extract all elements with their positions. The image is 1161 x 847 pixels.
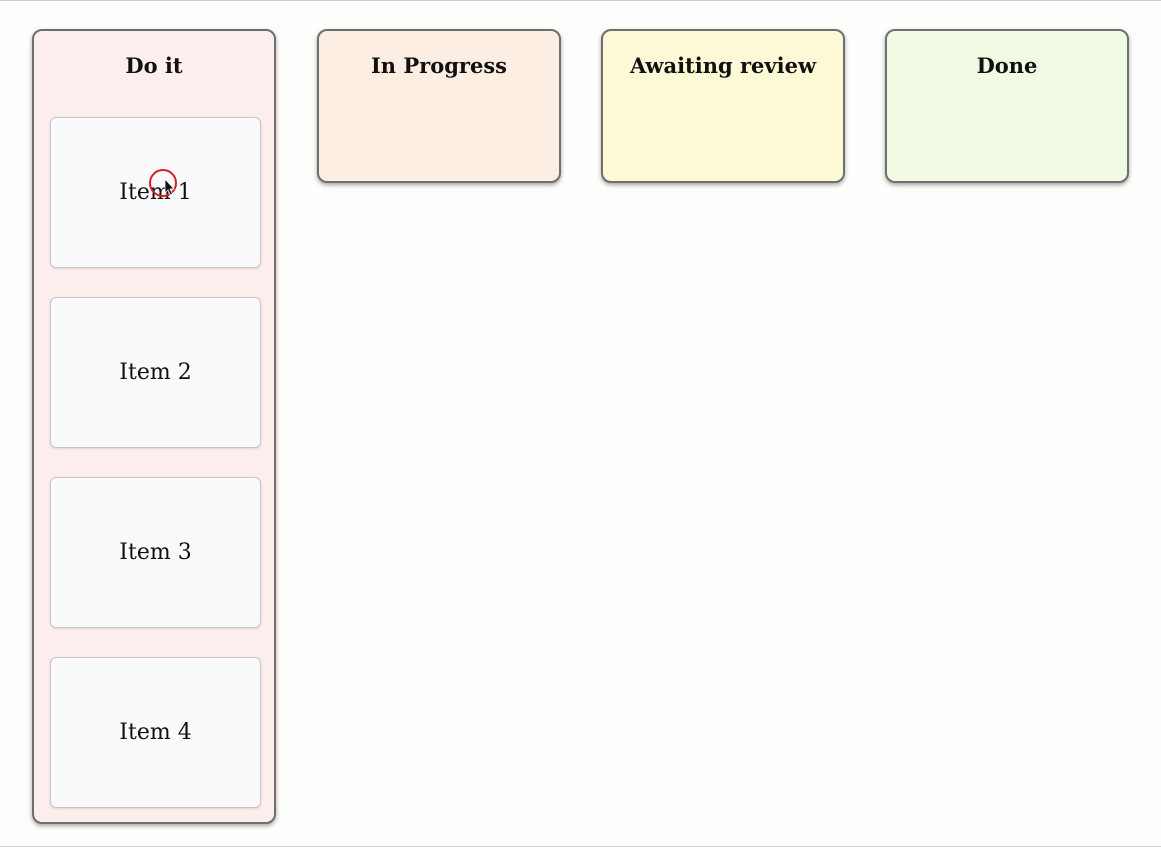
card-item-3[interactable]: Item 3 [50,477,261,628]
column-title: Awaiting review [629,53,817,78]
card-item-2[interactable]: Item 2 [50,297,261,448]
column-title: Done [976,53,1038,78]
card-item-4[interactable]: Item 4 [50,657,261,808]
column-awaiting-review[interactable]: Awaiting review [601,29,845,183]
card-label: Item 4 [119,720,192,745]
column-title: In Progress [370,53,508,78]
card-label: Item 2 [119,360,192,385]
column-in-progress[interactable]: In Progress [317,29,561,183]
column-do-it[interactable]: Do it Item 1 Item 2 Item 3 Item 4 [32,29,276,824]
column-done[interactable]: Done [885,29,1129,183]
card-item-1[interactable]: Item 1 [50,117,261,268]
card-label: Item 1 [119,180,192,205]
card-label: Item 3 [119,540,192,565]
column-title: Do it [125,53,183,78]
